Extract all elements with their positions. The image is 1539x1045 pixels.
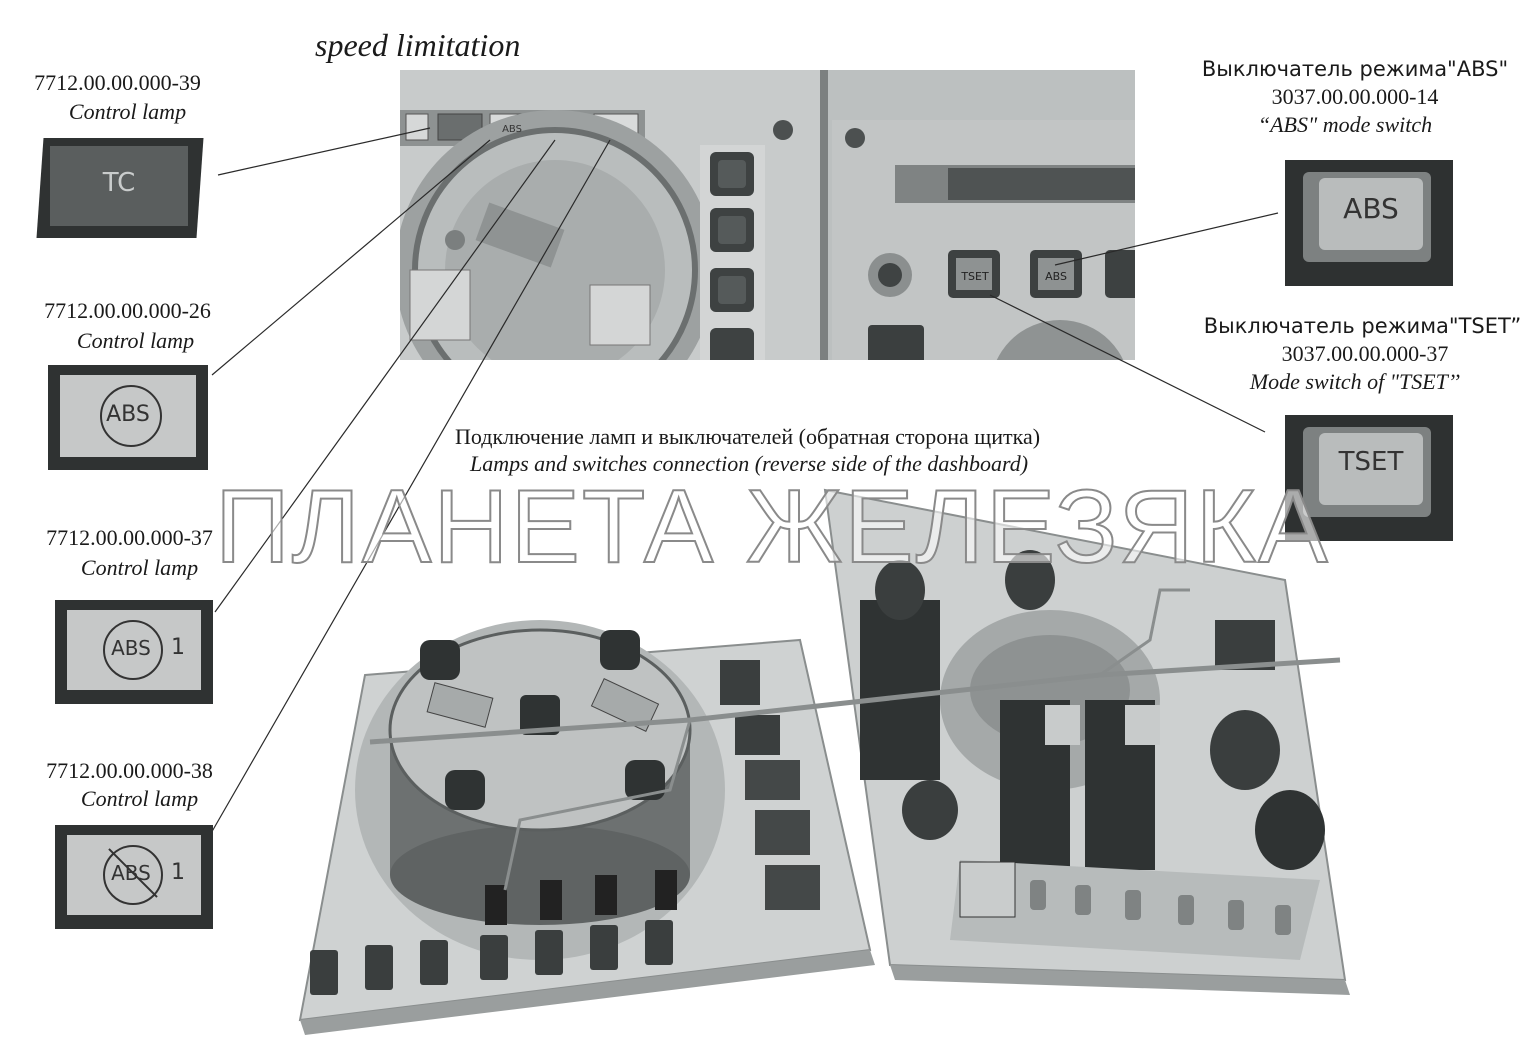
- dash-lamp-1: [405, 113, 429, 141]
- part-number-3: 7712.00.00.000-37: [46, 525, 213, 550]
- lamp-symbol-tc: TC: [102, 168, 136, 198]
- dashboard-front-drawing: TSET ABS ABS: [400, 70, 1135, 360]
- switch-number-1: 3037.00.00.000-14: [1271, 84, 1439, 109]
- part-name-3: Control lamp: [80, 555, 199, 580]
- lamp-suffix-abs1: 1: [171, 635, 185, 660]
- page-title: speed limitation: [315, 27, 521, 63]
- part-name-1: Control lamp: [68, 99, 187, 124]
- switch-ru-label-1: Выключатель режима"ABS": [1201, 57, 1509, 81]
- lamp-symbol-abs1: ABS: [111, 636, 151, 660]
- abs-mode-switch-icon: ABS: [1285, 160, 1455, 288]
- control-lamp-abs1-icon: ABS 1: [55, 600, 215, 706]
- watermark: ПЛАНЕТА ЖЕЛЕЗЯКА: [214, 468, 1330, 586]
- switch-ru-label-2: Выключатель режима"TSET”: [1203, 314, 1522, 338]
- switch-en-label-2: Mode switch of "TSET’’: [1249, 369, 1461, 394]
- part-number-1: 7712.00.00.000-39: [34, 70, 201, 95]
- control-lamp-tc-icon: TC: [36, 138, 208, 246]
- lamp-suffix-abs1-crossed: 1: [171, 860, 185, 885]
- part-number-4: 7712.00.00.000-38: [46, 758, 213, 783]
- part-name-2: Control lamp: [76, 328, 195, 353]
- dashboard-front-view: TSET ABS ABS: [400, 70, 1135, 360]
- switch-symbol-abs: ABS: [1343, 192, 1399, 225]
- dash-lamp-abs-label: ABS: [502, 124, 522, 135]
- dash-switch-tset-label: TSET: [960, 270, 989, 283]
- dash-switch-abs-label: ABS: [1045, 270, 1067, 283]
- switch-number-2: 3037.00.00.000-37: [1281, 341, 1449, 366]
- part-name-4: Control lamp: [80, 786, 199, 811]
- caption-en: Lamps and switches connection (reverse s…: [470, 451, 1029, 476]
- caption-ru: Подключение ламп и выключателей (обратна…: [455, 424, 1041, 449]
- control-lamp-abs1-crossed-icon: ABS 1: [55, 825, 215, 931]
- lamp-symbol-abs: ABS: [106, 402, 150, 427]
- switch-symbol-tset: TSET: [1338, 447, 1404, 477]
- switch-en-label-1: “ABS" mode switch: [1257, 112, 1433, 137]
- tset-mode-switch-icon: TSET: [1285, 415, 1455, 543]
- lamp-symbol-abs1-crossed: ABS: [111, 861, 151, 885]
- control-lamp-abs-icon: ABS: [48, 365, 210, 473]
- part-number-2: 7712.00.00.000-26: [44, 298, 211, 323]
